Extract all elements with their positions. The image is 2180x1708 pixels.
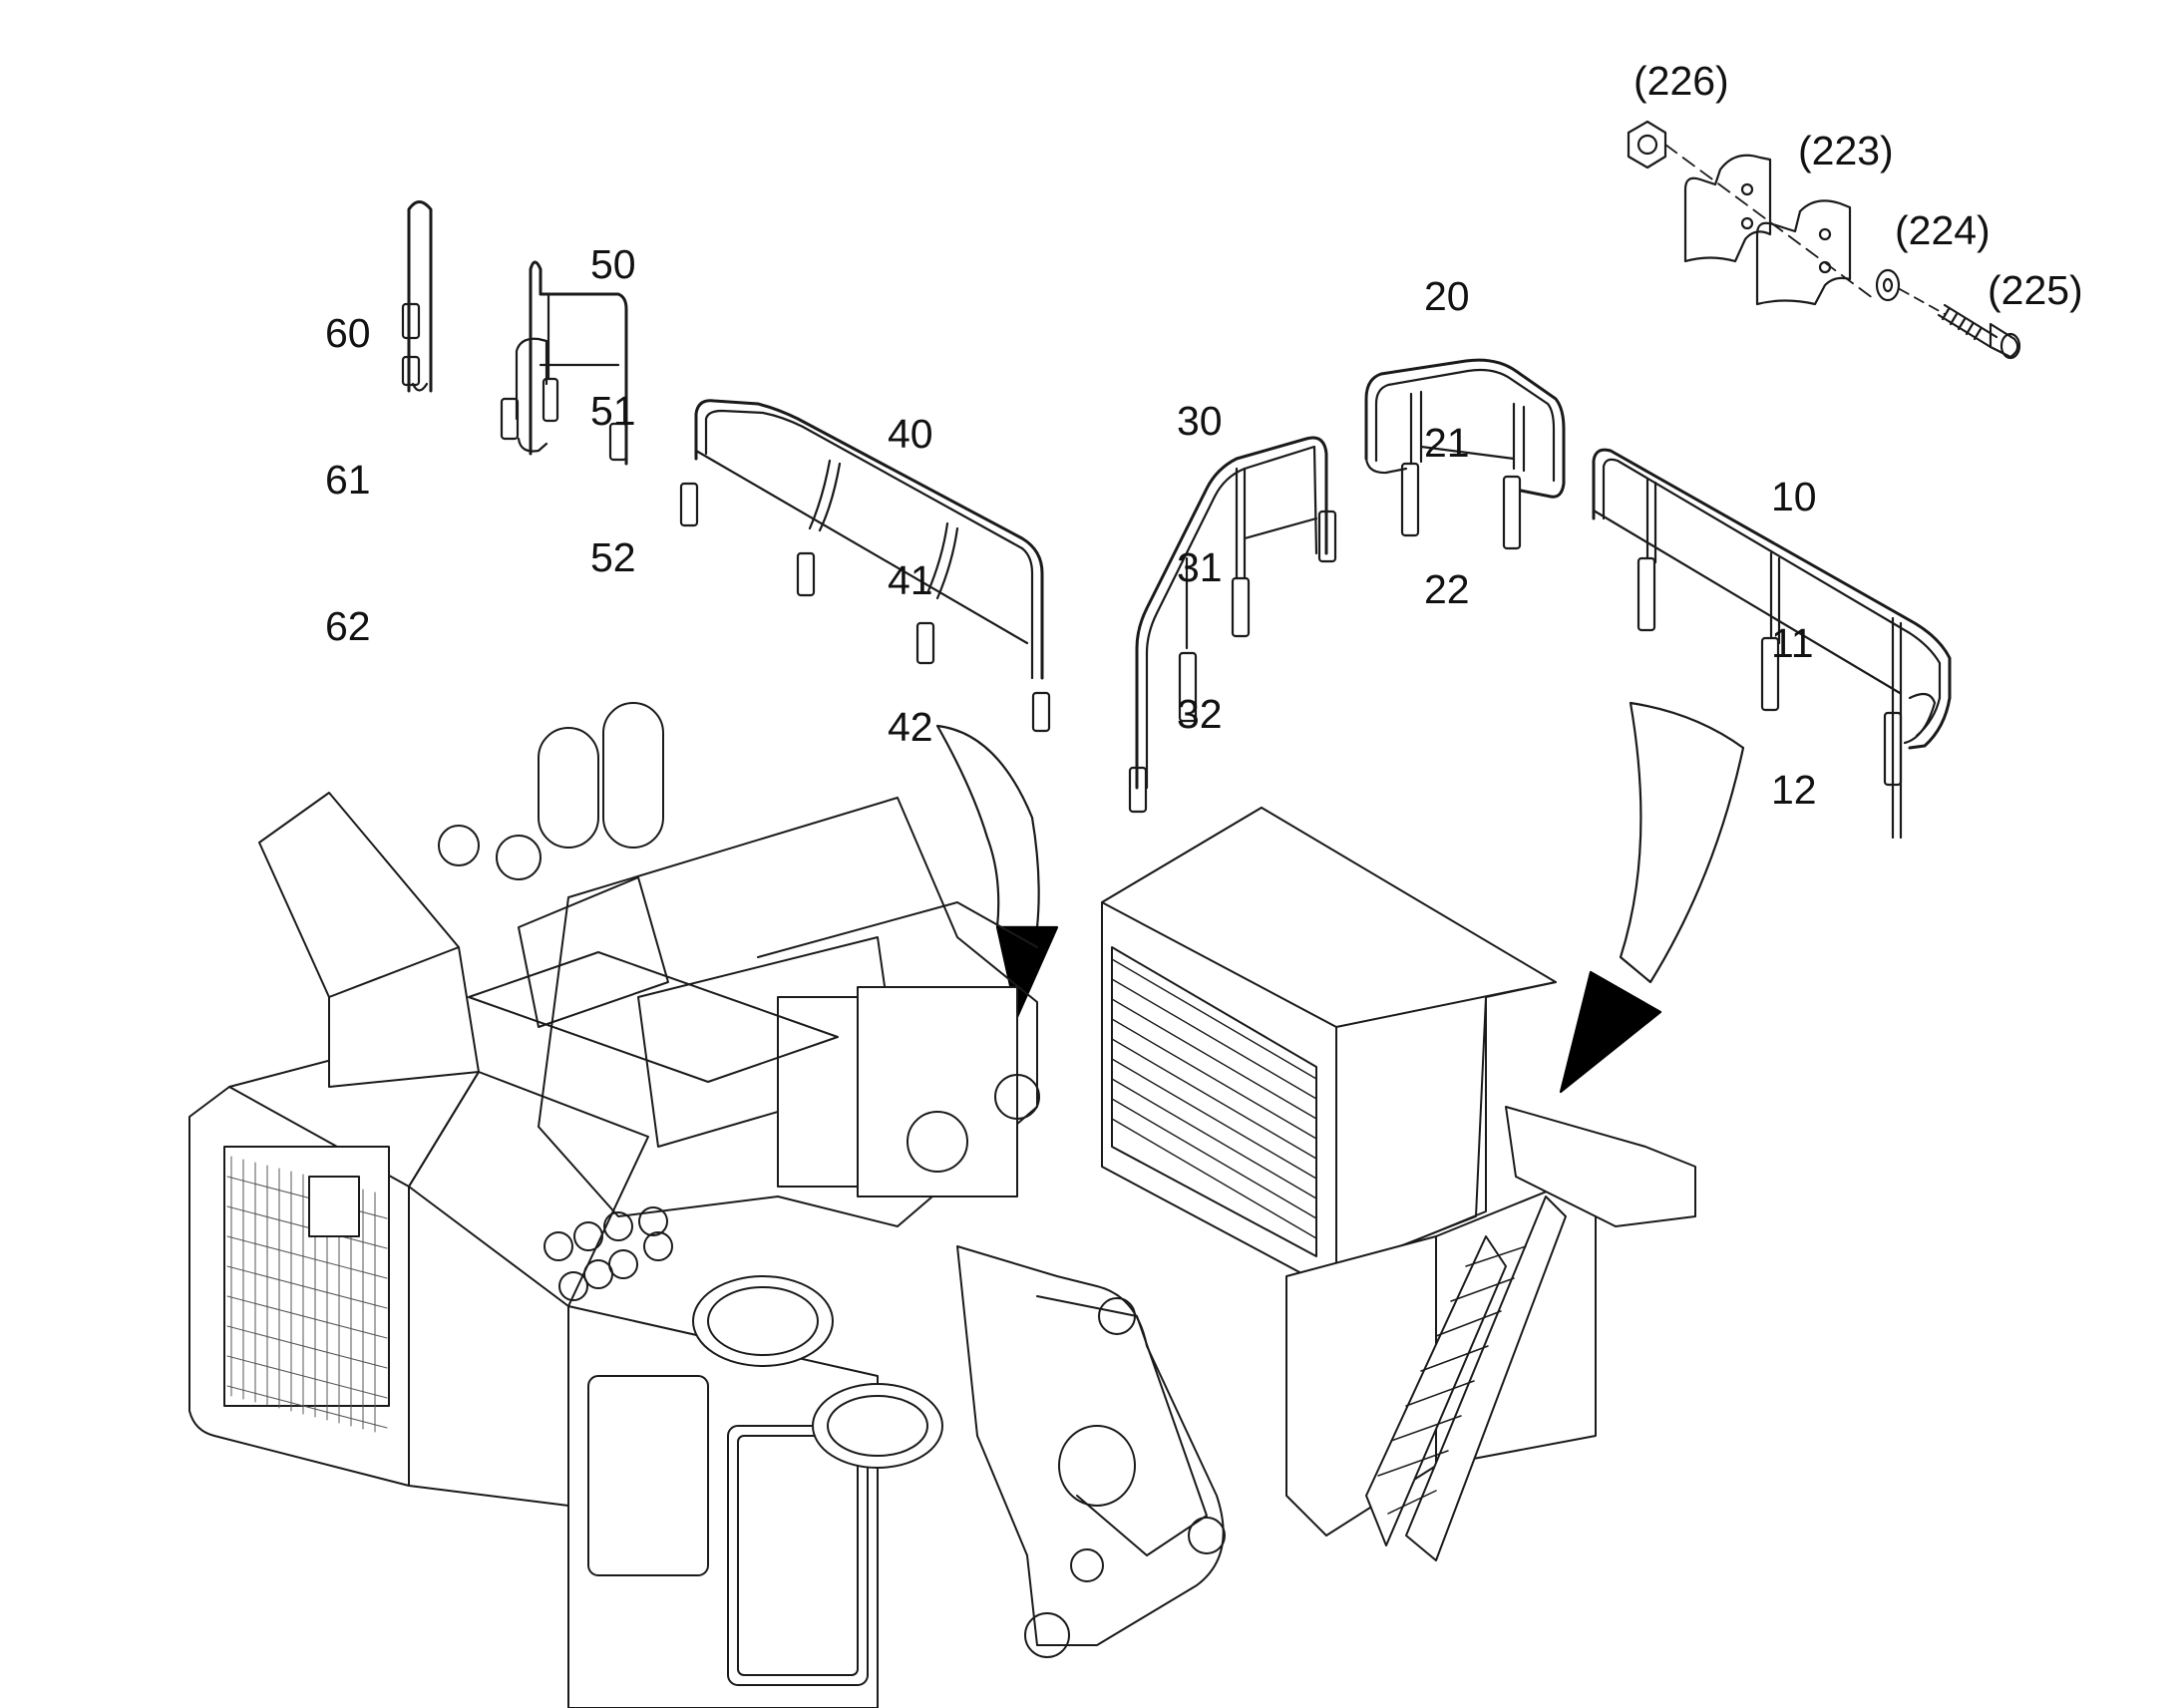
part-number: 50	[590, 241, 636, 287]
part-number: 30	[1177, 398, 1223, 444]
part-label-group-30: 30 31 32	[1177, 299, 1223, 788]
railing-10	[1592, 448, 1952, 840]
part-number: 62	[325, 603, 371, 649]
bolt-225	[1937, 303, 2021, 360]
part-number: 42	[888, 704, 933, 750]
part-label-group-50: 50 51 52	[590, 143, 636, 631]
part-number: 11	[1771, 620, 1814, 666]
part-number: 22	[1424, 566, 1470, 612]
part-label-group-10: 10 11 12	[1771, 375, 1817, 863]
ref-label-nut: (226)	[1634, 58, 1729, 104]
railing-50	[500, 260, 628, 466]
part-number: 41	[888, 557, 933, 603]
part-number: 52	[590, 534, 636, 580]
washer-224	[1875, 268, 1946, 315]
part-number: 40	[888, 411, 933, 457]
railing-20	[1364, 358, 1566, 550]
part-number: 60	[325, 310, 371, 356]
part-number: 21	[1424, 420, 1470, 466]
part-label-group-60: 60 61 62	[325, 211, 371, 700]
ref-label-bolt: (225)	[1988, 267, 2083, 313]
part-number: 10	[1771, 474, 1817, 519]
machine-body	[188, 702, 1696, 1708]
ref-label-clamp: (223)	[1798, 128, 1894, 173]
part-number: 12	[1771, 767, 1817, 813]
part-number: 51	[590, 388, 636, 434]
railing-30	[1128, 436, 1337, 814]
arrow-right	[1559, 701, 1745, 1094]
part-label-group-20: 20 21 22	[1424, 174, 1470, 663]
railing-60	[401, 200, 433, 393]
part-label-group-40: 40 41 42	[888, 312, 933, 801]
part-number: 31	[1177, 544, 1223, 590]
arrow-left	[935, 724, 1059, 1019]
clamp-223	[1683, 154, 1852, 306]
part-number: 20	[1424, 273, 1470, 319]
part-number: 32	[1177, 691, 1223, 737]
ref-label-washer: (224)	[1895, 207, 1991, 253]
railing-40	[679, 399, 1051, 733]
part-number: 61	[325, 457, 371, 503]
